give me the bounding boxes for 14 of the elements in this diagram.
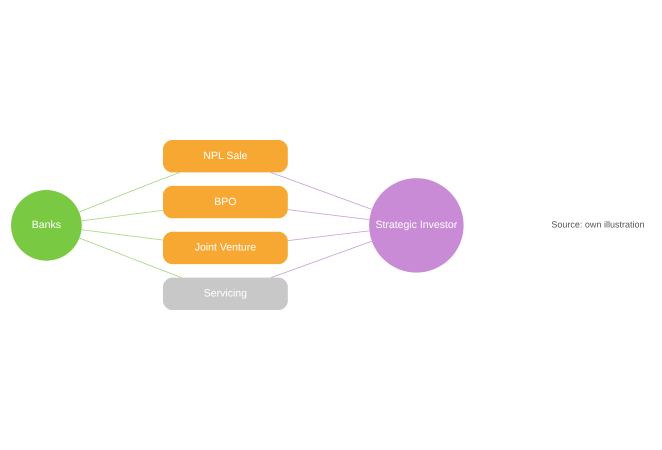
connector	[81, 210, 163, 222]
node-box: NPL Sale	[162, 140, 288, 172]
connector	[288, 209, 370, 220]
connector	[78, 172, 180, 212]
node-circle: Strategic Investor	[369, 178, 464, 273]
node-box: BPO	[162, 186, 288, 218]
connector	[288, 230, 370, 241]
node-box: Joint Venture	[162, 232, 288, 264]
label: Source: own illustration	[551, 220, 645, 230]
connector	[270, 172, 372, 210]
connector	[79, 238, 182, 278]
connector	[270, 240, 372, 278]
node-circle: Banks	[11, 190, 82, 261]
connector	[81, 229, 163, 240]
